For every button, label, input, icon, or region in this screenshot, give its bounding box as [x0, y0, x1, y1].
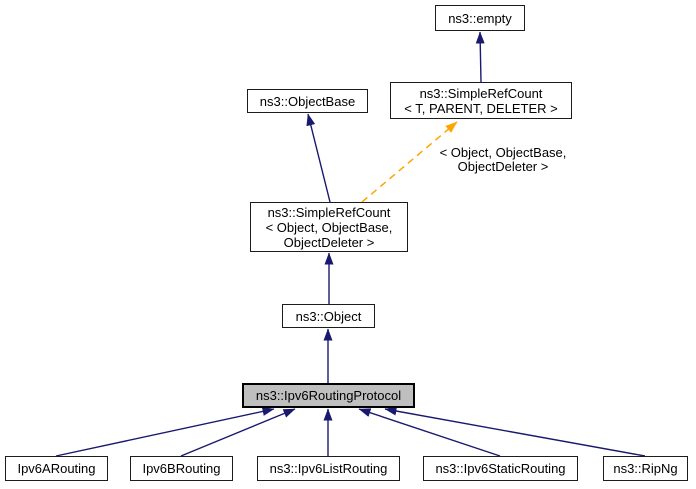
edge-ipv6arouting-to-ipv6routingprotocol — [55, 407, 275, 457]
node-label: ns3::Ipv6RoutingProtocol — [255, 388, 402, 403]
edge-ripng-to-ipv6routingprotocol — [384, 406, 646, 457]
node-ns3-simplerefcount-template[interactable]: ns3::SimpleRefCount < T, PARENT, DELETER… — [390, 82, 572, 119]
node-label: ns3::Ipv6StaticRouting — [435, 461, 566, 476]
node-ns3-empty[interactable]: ns3::empty — [435, 5, 525, 31]
edge-simplerefcount-object-to-objectbase — [306, 113, 331, 203]
node-label: Ipv6ARouting — [17, 461, 96, 476]
node-label: ns3::empty — [448, 10, 512, 26]
node-label: ns3::Ipv6ListRouting — [269, 461, 388, 476]
edge-template-instantiation — [361, 121, 458, 203]
node-ns3-ipv6listrouting[interactable]: ns3::Ipv6ListRouting — [257, 456, 400, 481]
node-ns3-object[interactable]: ns3::Object — [282, 304, 375, 328]
node-label-line: < Object, ObjectBase, — [265, 219, 393, 235]
node-ipv6brouting[interactable]: Ipv6BRouting — [130, 456, 233, 481]
node-ns3-ipv6routingprotocol-current: ns3::Ipv6RoutingProtocol — [242, 383, 415, 408]
edge-ipv6brouting-to-ipv6routingprotocol — [180, 408, 296, 457]
node-ipv6arouting[interactable]: Ipv6ARouting — [5, 456, 108, 481]
node-ns3-objectbase[interactable]: ns3::ObjectBase — [247, 89, 368, 113]
node-ns3-simplerefcount-object[interactable]: ns3::SimpleRefCount < Object, ObjectBase… — [250, 202, 408, 252]
node-label-line: < T, PARENT, DELETER > — [404, 100, 558, 116]
template-arguments-label: < Object, ObjectBase, ObjectDeleter > — [420, 146, 586, 174]
node-ns3-ipv6staticrouting[interactable]: ns3::Ipv6StaticRouting — [423, 456, 578, 481]
edge-simplerefcount-t-to-empty — [475, 31, 485, 83]
node-label-line: ns3::SimpleRefCount — [267, 204, 391, 220]
node-label: ns3::RipNg — [613, 461, 678, 476]
node-label: ns3::ObjectBase — [259, 93, 356, 109]
node-label-line: ns3::SimpleRefCount — [419, 85, 543, 101]
template-arguments-line: ObjectDeleter > — [457, 159, 549, 174]
node-label-line: ObjectDeleter > — [283, 234, 375, 250]
node-ns3-ripng[interactable]: ns3::RipNg — [603, 456, 688, 481]
node-label: Ipv6BRouting — [142, 461, 221, 476]
node-label: ns3::Object — [295, 308, 362, 324]
edge-ipv6staticrouting-to-ipv6routingprotocol — [358, 408, 501, 457]
template-arguments-line: < Object, ObjectBase, — [439, 145, 567, 160]
